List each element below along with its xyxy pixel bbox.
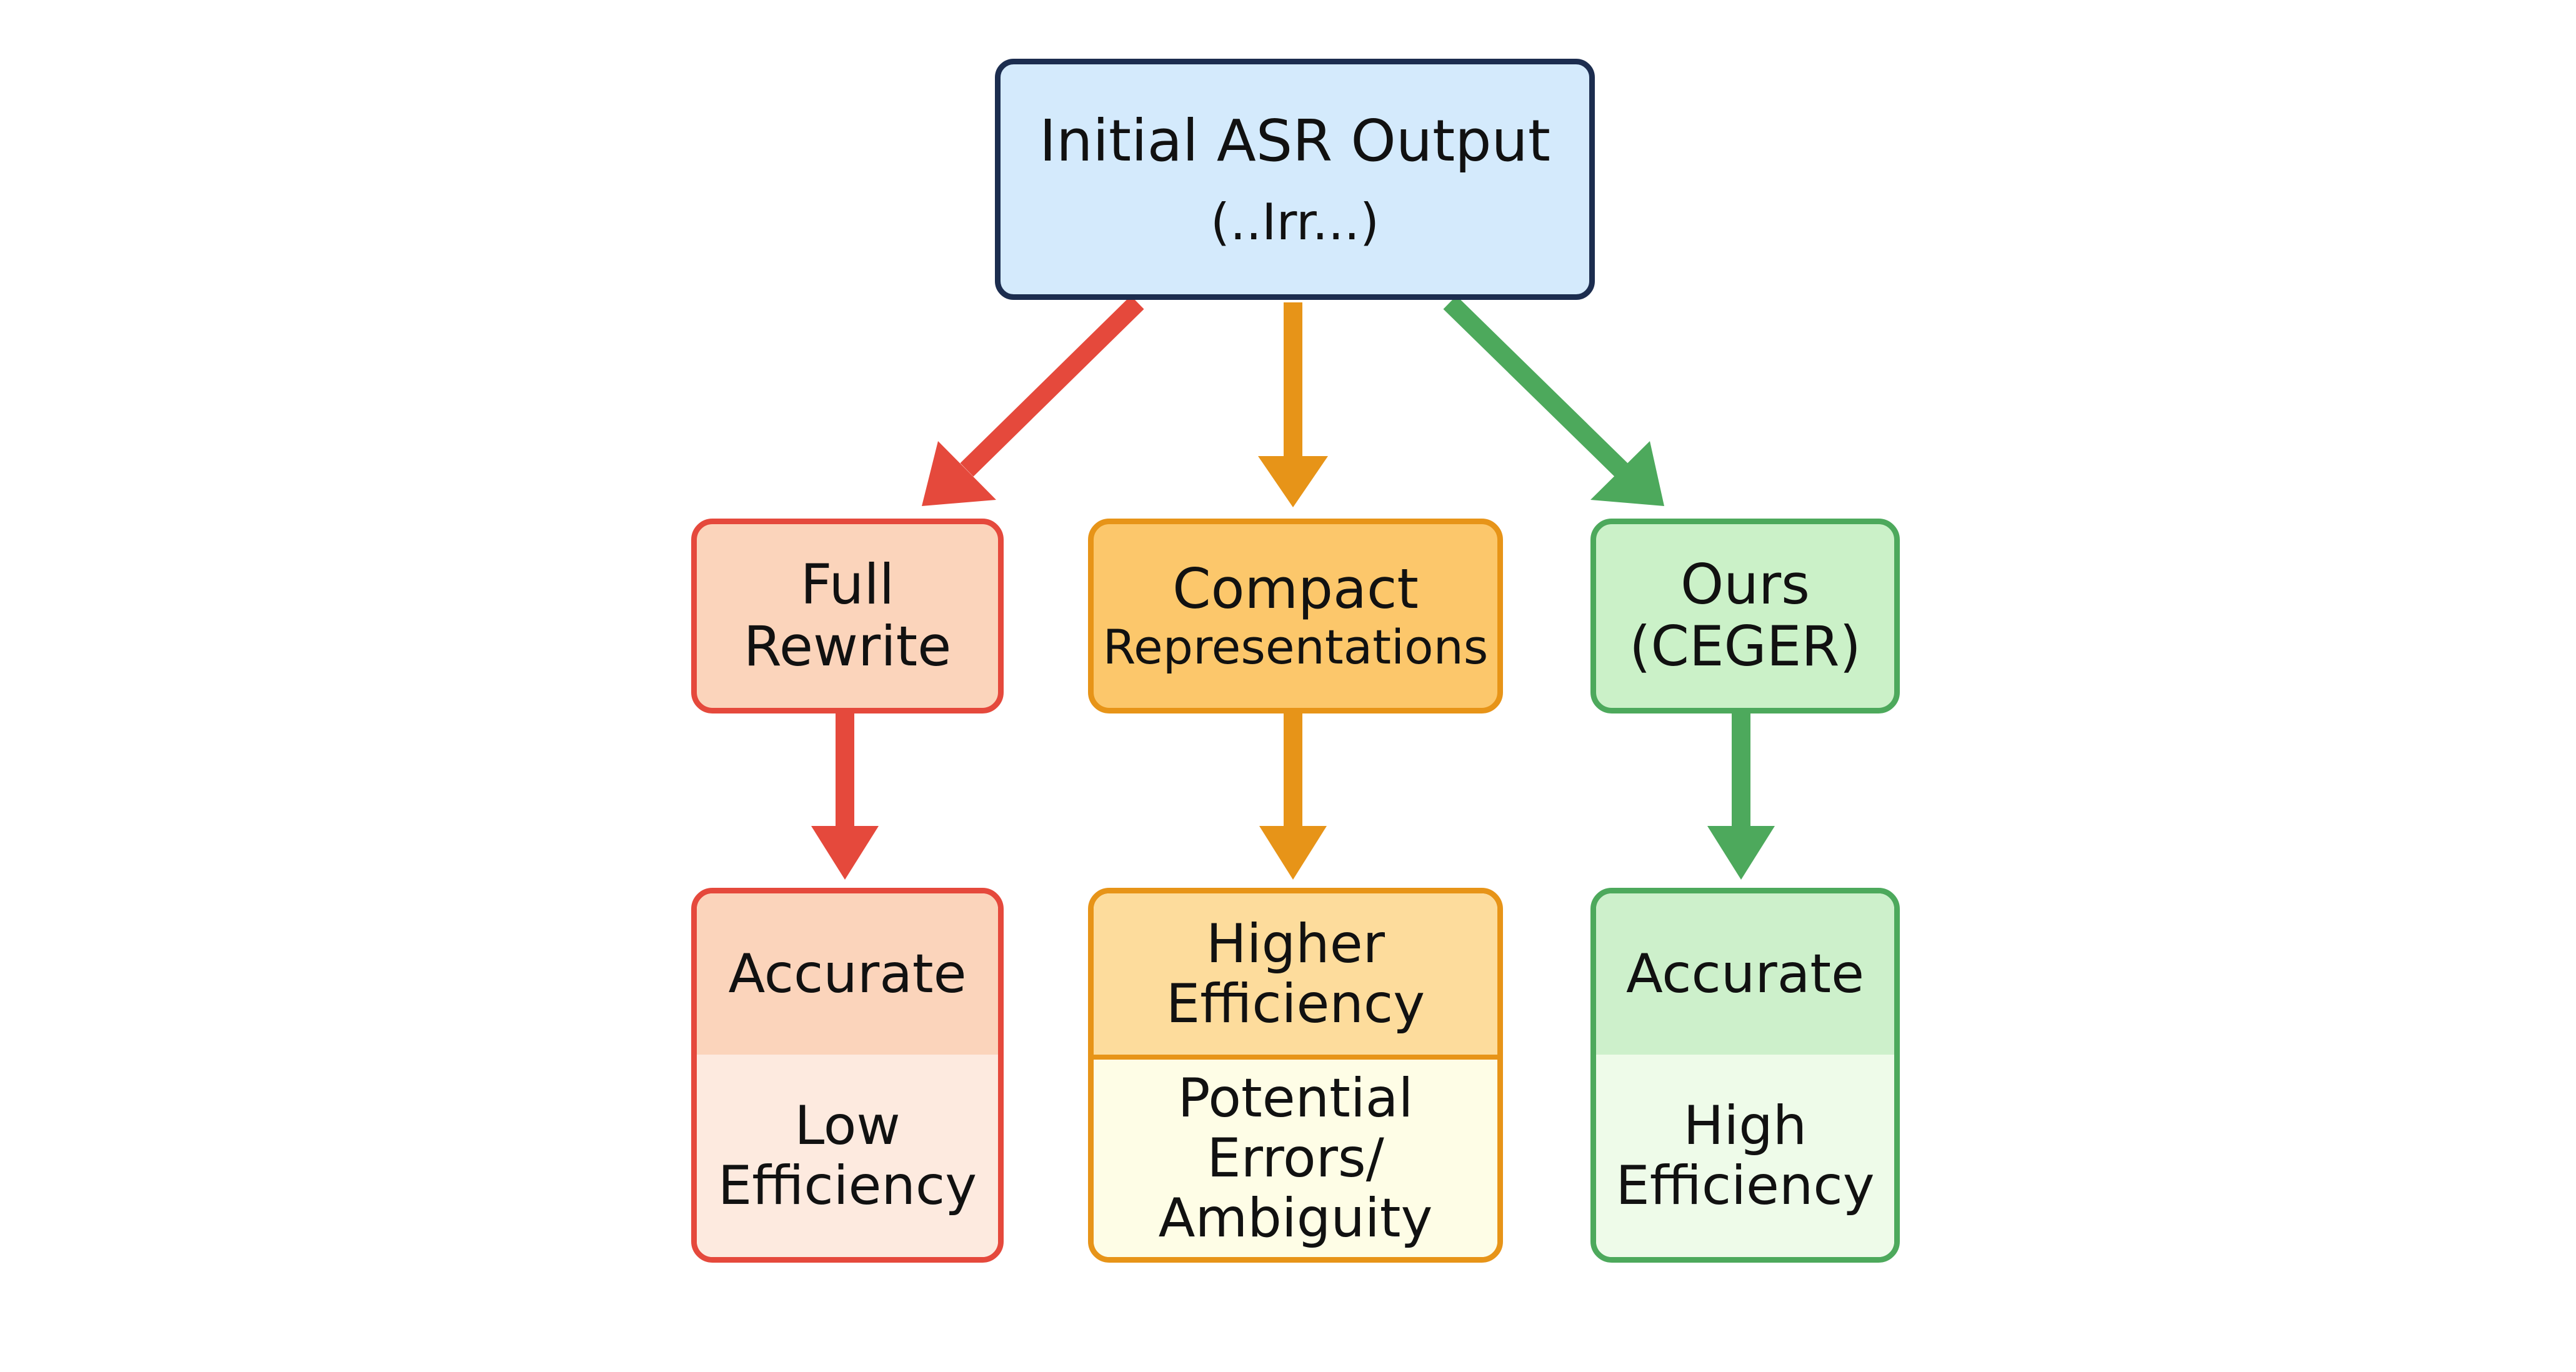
compact-outcome-bottom-line1: Potential [1177,1066,1414,1130]
arrow-root-to-ours [1443,296,1628,477]
method-node-full-rewrite: Full Rewrite [691,519,1004,713]
method-node-compact-representations: Compact Representations [1088,519,1503,713]
compact-label-line2: Representations [1102,619,1489,675]
compact-label-line1: Compact [1172,557,1419,622]
outcome-node-full-rewrite: Accurate Low Efficiency [691,888,1004,1263]
ours-outcome-efficiency: High Efficiency [1596,1055,1894,1257]
arrowhead-ours-to-outcome [1707,826,1775,880]
outcome-node-ours: Accurate High Efficiency [1590,888,1900,1263]
full-rewrite-outcome-bottom-line2: Efficiency [717,1155,977,1217]
compact-outcome-efficiency: Higher Efficiency [1094,893,1497,1060]
root-node-initial-asr-output: Initial ASR Output (..Irr...) [995,59,1595,300]
ours-outcome-bottom-line2: Efficiency [1615,1155,1875,1217]
full-rewrite-outcome-bottom-line1: Low [794,1094,901,1157]
full-rewrite-outcome-top-text: Accurate [728,942,967,1005]
full-rewrite-outcome-accuracy: Accurate [697,893,998,1055]
compact-outcome-errors: Potential Errors/ Ambiguity [1094,1060,1497,1257]
ours-outcome-accuracy: Accurate [1596,893,1894,1055]
ours-label-line1: Ours [1680,552,1810,617]
arrowhead-root-to-full-rewrite [922,441,996,506]
outcome-node-compact: Higher Efficiency Potential Errors/ Ambi… [1088,888,1503,1263]
method-node-ours-ceger: Ours (CEGER) [1590,519,1900,713]
arrowhead-compact-to-outcome [1259,826,1327,880]
ours-label-line2: (CEGER) [1629,614,1861,679]
compact-outcome-top-line2: Efficiency [1166,973,1425,1035]
arrowhead-full-rewrite-to-outcome [811,826,879,880]
full-rewrite-label-line2: Rewrite [743,614,952,679]
full-rewrite-outcome-efficiency: Low Efficiency [697,1055,998,1257]
ours-outcome-bottom-line1: High [1683,1094,1807,1157]
compact-outcome-bottom-line3: Ambiguity [1158,1187,1433,1250]
arrow-root-to-full-rewrite [960,296,1144,477]
root-title: Initial ASR Output [1039,107,1550,174]
compact-outcome-bottom-line2: Errors/ [1207,1126,1384,1190]
full-rewrite-label-line1: Full [800,552,895,617]
compact-outcome-top-line1: Higher [1206,912,1385,975]
ours-outcome-top-text: Accurate [1625,942,1865,1005]
root-subtitle: (..Irr...) [1210,192,1380,251]
arrowhead-root-to-ours [1590,441,1664,506]
arrowhead-root-to-compact [1258,456,1328,507]
